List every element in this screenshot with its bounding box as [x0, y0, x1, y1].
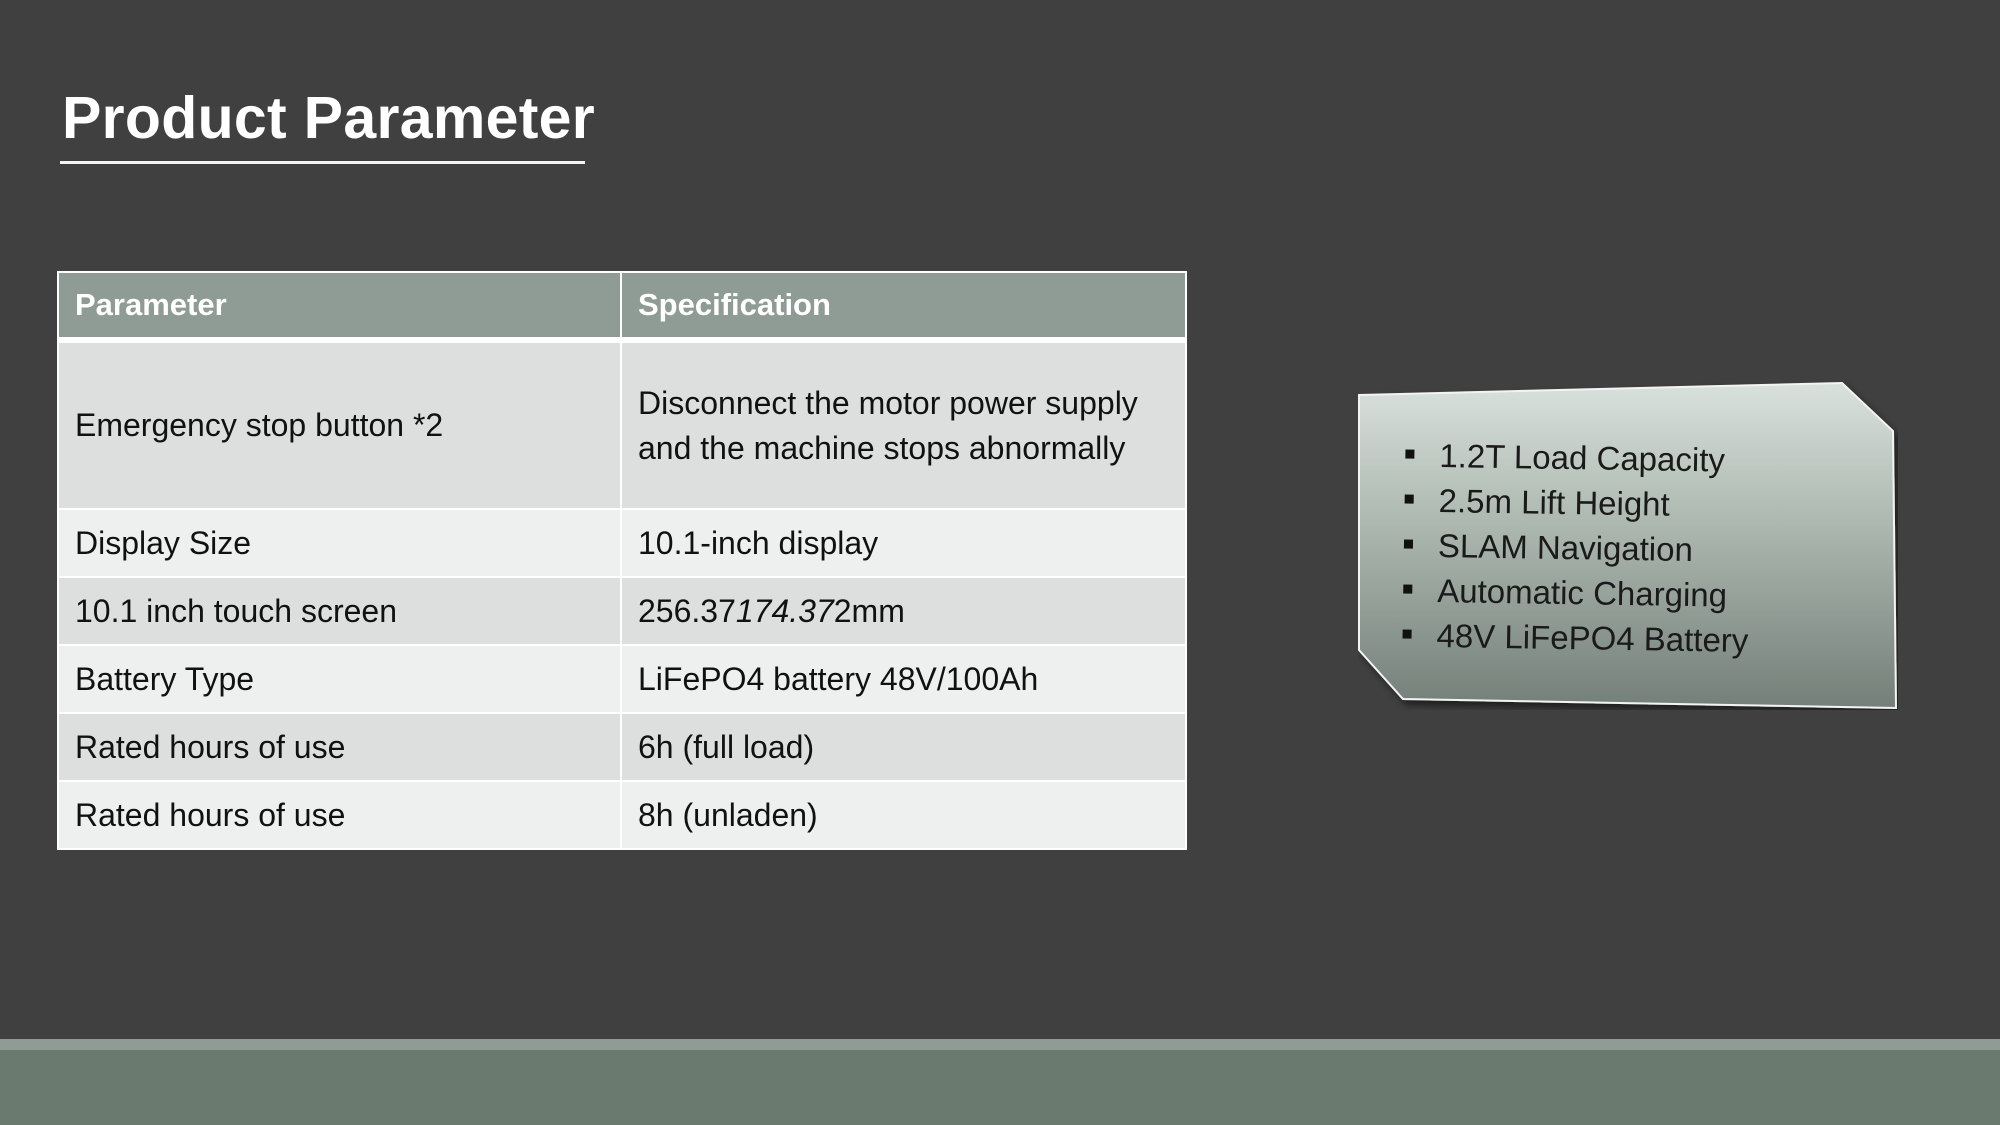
table-row: 10.1 inch touch screen 256.37174.372mm — [59, 576, 1185, 645]
parameter-cell: Rated hours of use — [59, 712, 622, 781]
parameter-cell: Battery Type — [59, 644, 622, 713]
table-row: Battery Type LiFePO4 battery 48V/100Ah — [59, 644, 1185, 713]
list-item: 2.5m Lift Height — [1404, 478, 1899, 530]
footer-band — [0, 1050, 2000, 1125]
spec-part: 2mm — [833, 592, 905, 629]
table-row: Rated hours of use 8h (unladen) — [59, 780, 1185, 848]
list-item: SLAM Navigation — [1403, 523, 1899, 575]
specification-cell: LiFePO4 battery 48V/100Ah — [621, 644, 1185, 713]
parameter-cell: Display Size — [59, 508, 622, 577]
table-row: Rated hours of use 6h (full load) — [59, 712, 1185, 781]
specification-cell: 10.1-inch display — [621, 508, 1185, 577]
parameter-cell: Emergency stop button *2 — [59, 339, 622, 509]
list-item: 48V LiFePO4 Battery — [1402, 613, 1897, 665]
header-specification: Specification — [621, 273, 1185, 343]
spec-part: 256.37 — [638, 592, 736, 629]
specification-cell: Disconnect the motor power supply and th… — [621, 339, 1185, 509]
feature-text: Automatic Charging — [1436, 572, 1728, 614]
features-callout: 1.2T Load Capacity 2.5m Lift Height SLAM… — [1358, 380, 1898, 710]
parameter-cell: Rated hours of use — [59, 780, 622, 848]
feature-text: SLAM Navigation — [1437, 527, 1694, 569]
slide-title: Product Parameter — [62, 85, 596, 151]
footer-accent-line — [0, 1039, 2000, 1050]
specification-cell: 6h (full load) — [621, 712, 1185, 781]
callout-shape — [1358, 381, 1898, 710]
square-bullet-icon — [1403, 584, 1413, 594]
features-list: 1.2T Load Capacity 2.5m Lift Height SLAM… — [1355, 376, 1900, 714]
title-underline — [60, 161, 585, 164]
table-header-row: Parameter Specification — [59, 273, 1185, 343]
parameter-cell: 10.1 inch touch screen — [59, 576, 622, 645]
square-bullet-icon — [1403, 539, 1414, 549]
feature-text: 48V LiFePO4 Battery — [1436, 617, 1749, 659]
specification-cell: 8h (unladen) — [621, 780, 1185, 848]
spec-part-italic: 174.37 — [735, 592, 834, 629]
square-bullet-icon — [1402, 629, 1412, 639]
table-row: Emergency stop button *2 Disconnect the … — [59, 339, 1185, 509]
feature-text: 2.5m Lift Height — [1438, 482, 1671, 523]
square-bullet-icon — [1405, 449, 1415, 459]
parameter-table: Parameter Specification Emergency stop b… — [59, 273, 1185, 848]
table-row: Display Size 10.1-inch display — [59, 508, 1185, 577]
specification-cell: 256.37174.372mm — [621, 576, 1185, 645]
square-bullet-icon — [1404, 494, 1414, 504]
feature-text: 1.2T Load Capacity — [1439, 437, 1726, 479]
list-item: 1.2T Load Capacity — [1405, 433, 1900, 485]
list-item: Automatic Charging — [1403, 568, 1898, 620]
header-parameter: Parameter — [59, 273, 622, 343]
